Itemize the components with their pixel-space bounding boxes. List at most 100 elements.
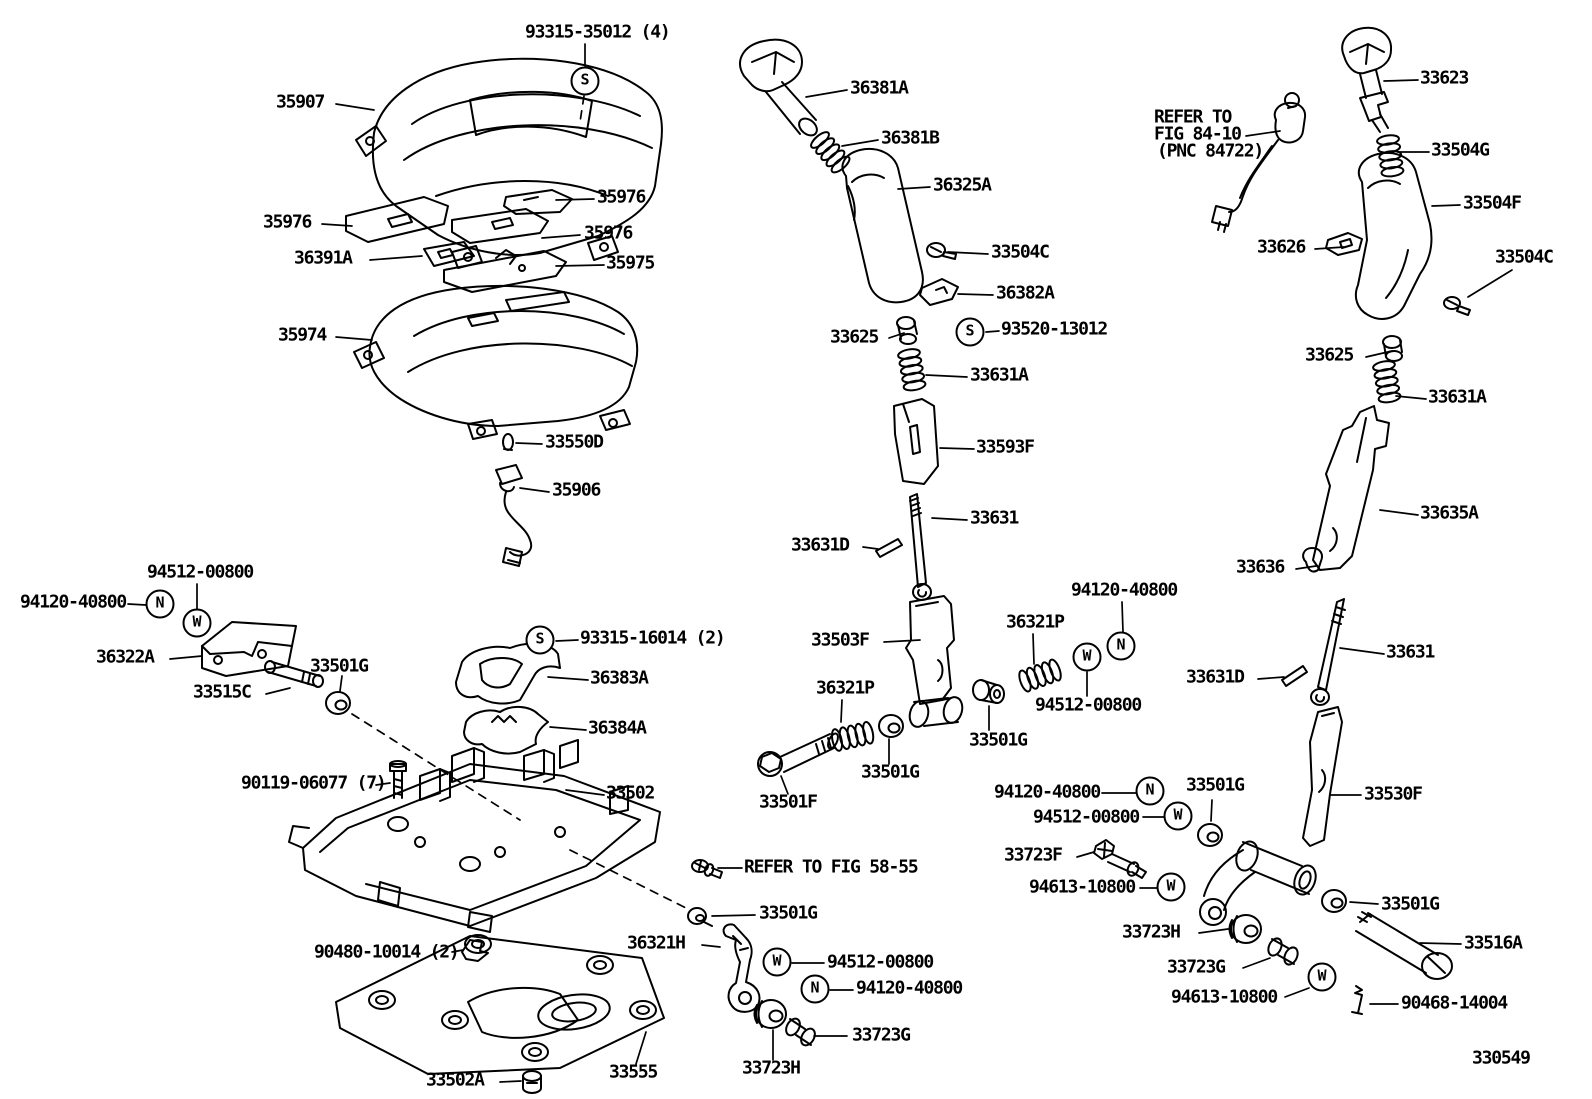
part-label-33555: 33555 [609, 1061, 658, 1083]
part-bulb-and-socket [495, 433, 533, 567]
part-label-90480-10014-2-: 90480-10014 (2) [314, 941, 460, 963]
symbol-w-circle-icon: W [1307, 962, 1337, 992]
part-label-33502: 33502 [606, 782, 655, 804]
part-label-33504c: 33504C [991, 241, 1050, 263]
part-label-33631d: 33631D [791, 534, 850, 556]
part-label-33515c: 33515C [193, 681, 252, 703]
part-right-knob-grip [1211, 26, 1471, 320]
part-36383A-36384A-plates [455, 642, 561, 755]
symbol-n-circle-icon: N [1135, 776, 1165, 806]
part-label-94120-40800: 94120-40800 [1071, 579, 1178, 601]
part-label-94512-00800: 94512-00800 [147, 561, 254, 583]
part-label-35974: 35974 [278, 324, 327, 346]
part-label-33504c: 33504C [1495, 246, 1554, 268]
part-label-94512-00800: 94512-00800 [827, 951, 934, 973]
part-label-33501g: 33501G [1186, 774, 1245, 796]
part-label-33625: 33625 [1305, 344, 1354, 366]
part-label-33504g: 33504G [1431, 139, 1490, 161]
symbol-w-circle-icon: W [1163, 801, 1193, 831]
part-label-33503f: 33503F [811, 629, 870, 651]
part-label-94512-00800: 94512-00800 [1035, 694, 1142, 716]
part-label-94512-00800: 94512-00800 [1033, 806, 1140, 828]
part-label-90119-06077-7-: 90119-06077 (7) [241, 772, 387, 794]
part-label-35907: 35907 [276, 91, 325, 113]
part-label-36321p: 36321P [816, 677, 875, 699]
part-label-93315-35012-4-: 93315-35012 (4) [525, 21, 671, 43]
symbol-n-circle-icon: N [1106, 631, 1136, 661]
figure-number: 330549 [1472, 1047, 1531, 1069]
part-label-36391a: 36391A [294, 247, 353, 269]
part-label-33593f: 33593F [976, 436, 1035, 458]
part-label-33631: 33631 [1386, 641, 1435, 663]
part-label-33501g: 33501G [310, 655, 369, 677]
part-label--pnc-84722-: (PNC 84722) [1157, 140, 1264, 162]
part-label-33636: 33636 [1236, 556, 1285, 578]
part-label-refer-to: REFER TO [1154, 106, 1232, 128]
symbol-w-circle-icon: W [1156, 872, 1186, 902]
part-label-36383a: 36383A [590, 667, 649, 689]
part-33502-bracket-assembly [288, 739, 661, 933]
part-label-93520-13012: 93520-13012 [1001, 318, 1108, 340]
part-label-33623: 33623 [1420, 67, 1469, 89]
part-label-35975: 35975 [606, 252, 655, 274]
part-36321H-link-group [687, 859, 816, 1047]
part-label-33501g: 33501G [969, 729, 1028, 751]
part-right-detent-lever [1281, 335, 1403, 706]
symbol-s-circle-icon: S [570, 66, 600, 96]
symbol-w-circle-icon: W [762, 947, 792, 977]
leader-lines [127, 43, 1513, 1083]
part-label-35976: 35976 [263, 211, 312, 233]
part-label-94613-10800: 94613-10800 [1029, 876, 1136, 898]
part-label-36321h: 36321H [627, 932, 686, 954]
part-label-33723g: 33723G [852, 1024, 911, 1046]
part-label-33501g: 33501G [1381, 893, 1440, 915]
symbol-s-circle-icon: S [525, 625, 555, 655]
part-label-fig-84-10: FIG 84-10 [1154, 123, 1242, 145]
symbol-w-circle-icon: W [182, 608, 212, 638]
part-label-33501g: 33501G [759, 902, 818, 924]
part-label-33516a: 33516A [1464, 932, 1523, 954]
part-left-bracket-group [201, 621, 407, 799]
symbol-w-circle-icon: W [1072, 642, 1102, 672]
part-label-33504f: 33504F [1463, 192, 1522, 214]
part-label-33723g: 33723G [1167, 956, 1226, 978]
part-slide-plates [345, 189, 573, 293]
part-label-36322a: 36322A [96, 646, 155, 668]
part-label-33625: 33625 [830, 326, 879, 348]
part-label-94120-40800: 94120-40800 [856, 977, 963, 999]
part-label-33723h: 33723H [1122, 921, 1181, 943]
part-label-33501g: 33501G [861, 761, 920, 783]
part-label-33501f: 33501F [759, 791, 818, 813]
part-label-36381b: 36381B [881, 127, 940, 149]
part-label-36321p: 36321P [1006, 611, 1065, 633]
part-label-33723h: 33723H [742, 1057, 801, 1079]
part-label-94120-40800: 94120-40800 [20, 591, 127, 613]
part-label-90468-14004: 90468-14004 [1401, 992, 1508, 1014]
part-33530F-lever-group [1093, 706, 1453, 1015]
part-33503F-lever-group [757, 595, 1065, 777]
part-label-35976: 35976 [584, 222, 633, 244]
part-center-knob-grip [739, 38, 959, 306]
part-label-36325a: 36325A [933, 174, 992, 196]
part-label-93315-16014-2-: 93315-16014 (2) [580, 627, 726, 649]
part-label-33723f: 33723F [1004, 844, 1063, 866]
part-label-33626: 33626 [1257, 236, 1306, 258]
part-label-33502a: 33502A [426, 1069, 485, 1091]
part-label-33530f: 33530F [1364, 783, 1423, 805]
part-label-33631a: 33631A [970, 364, 1029, 386]
part-label-36382a: 36382A [996, 282, 1055, 304]
part-label-33550d: 33550D [545, 431, 604, 453]
symbol-s-circle-icon: S [955, 317, 985, 347]
part-center-detent-rod [875, 316, 939, 601]
part-label-33631a: 33631A [1428, 386, 1487, 408]
part-label-33635a: 33635A [1420, 502, 1479, 524]
part-label-94613-10800: 94613-10800 [1171, 986, 1278, 1008]
part-label-33631: 33631 [970, 507, 1019, 529]
part-label-refer-to-fig-58-55: REFER TO FIG 58-55 [744, 856, 919, 878]
part-label-35976: 35976 [597, 186, 646, 208]
part-label-36384a: 36384A [588, 717, 647, 739]
dashed-alignment-lines [351, 95, 687, 909]
part-label-94120-40800: 94120-40800 [994, 781, 1101, 803]
